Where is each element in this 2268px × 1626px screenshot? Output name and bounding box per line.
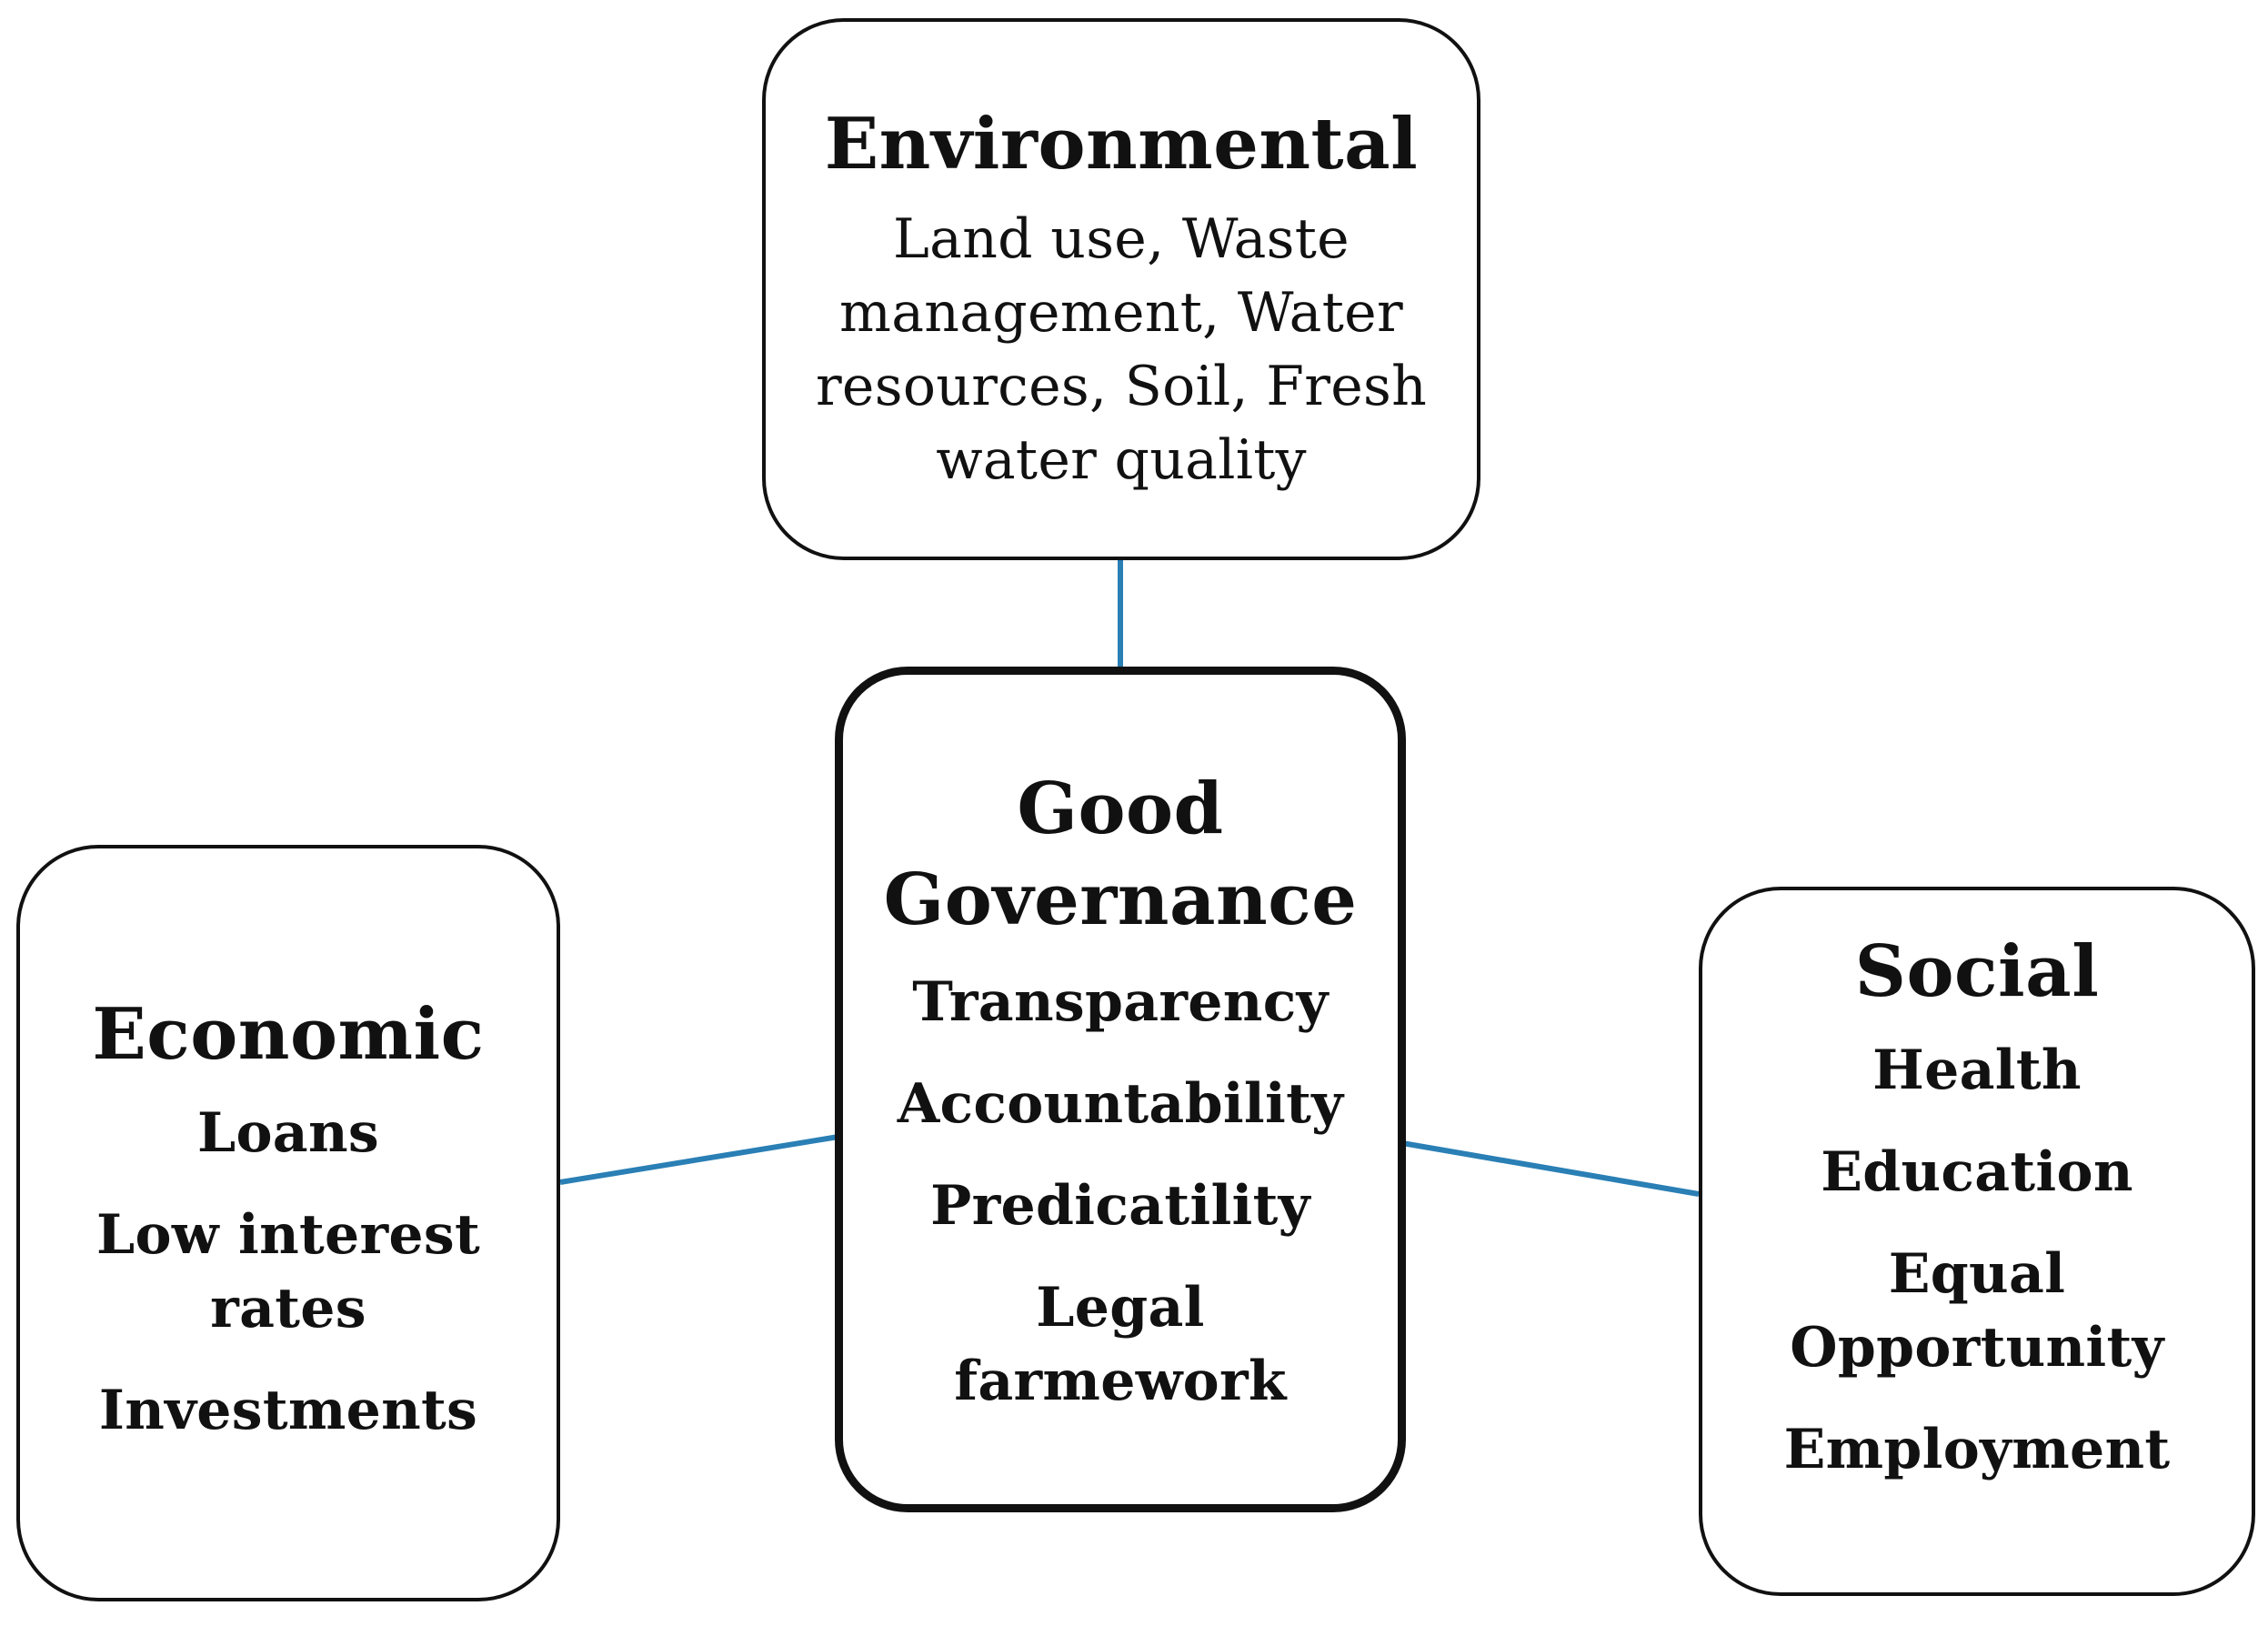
social-node: Social Health Education Equal Opportunit… (1699, 887, 2255, 1596)
item-line: Investments (98, 1379, 478, 1442)
environmental-line: resources, Soil, Fresh (815, 355, 1428, 418)
item-transparency: Transparency (898, 966, 1344, 1039)
social-title: Social (1854, 930, 2100, 1013)
item-line: Low interest (96, 1203, 480, 1267)
environmental-description: Land use, Waste management, Water resour… (816, 203, 1427, 497)
item-predicatility: Predicatility (898, 1169, 1344, 1243)
item-line: Legal (1036, 1276, 1205, 1340)
environmental-title: Environmental (824, 103, 1419, 186)
item-legal-framework: Legal farmework (898, 1271, 1344, 1419)
item-loans: Loans (96, 1097, 480, 1170)
item-employment: Employment (1784, 1413, 2171, 1487)
item-line: Equal (1888, 1242, 2066, 1306)
good-governance-node: Good Governance Transparency Accountabil… (835, 667, 1406, 1512)
item-accountability: Accountability (898, 1068, 1344, 1141)
item-line: rates (210, 1277, 366, 1340)
connector-economic (559, 1134, 839, 1185)
item-investments: Investments (96, 1374, 480, 1448)
good-governance-items: Transparency Accountability Predicatilit… (898, 966, 1344, 1419)
item-line: Health (1872, 1039, 2082, 1102)
item-low-interest-rates: Low interest rates (96, 1199, 480, 1346)
economic-node: Economic Loans Low interest rates Invest… (16, 845, 560, 1601)
item-education: Education (1784, 1136, 2171, 1209)
economic-title: Economic (92, 993, 485, 1076)
economic-items: Loans Low interest rates Investments (96, 1097, 480, 1448)
item-line: Accountability (897, 1072, 1344, 1136)
item-line: Loans (197, 1101, 379, 1165)
connector-social (1401, 1140, 1700, 1197)
good-governance-title-line: Governance (883, 858, 1358, 941)
item-line: Transparency (912, 970, 1329, 1034)
item-line: Opportunity (1790, 1316, 2164, 1380)
item-line: farmework (954, 1350, 1287, 1413)
item-equal-opportunity: Equal Opportunity (1784, 1238, 2171, 1385)
environmental-line: water quality (936, 428, 1307, 492)
good-governance-title: Good Governance (884, 764, 1358, 946)
environmental-line: management, Water (839, 281, 1403, 345)
item-health: Health (1784, 1034, 2171, 1108)
item-line: Employment (1783, 1418, 2171, 1481)
environmental-line: Land use, Waste (893, 207, 1350, 271)
good-governance-title-line: Good (1017, 768, 1224, 850)
social-items: Health Education Equal Opportunity Emplo… (1784, 1034, 2171, 1487)
item-line: Education (1821, 1140, 2133, 1204)
item-line: Predicatility (930, 1174, 1310, 1238)
environmental-node: Environmental Land use, Waste management… (762, 18, 1480, 560)
